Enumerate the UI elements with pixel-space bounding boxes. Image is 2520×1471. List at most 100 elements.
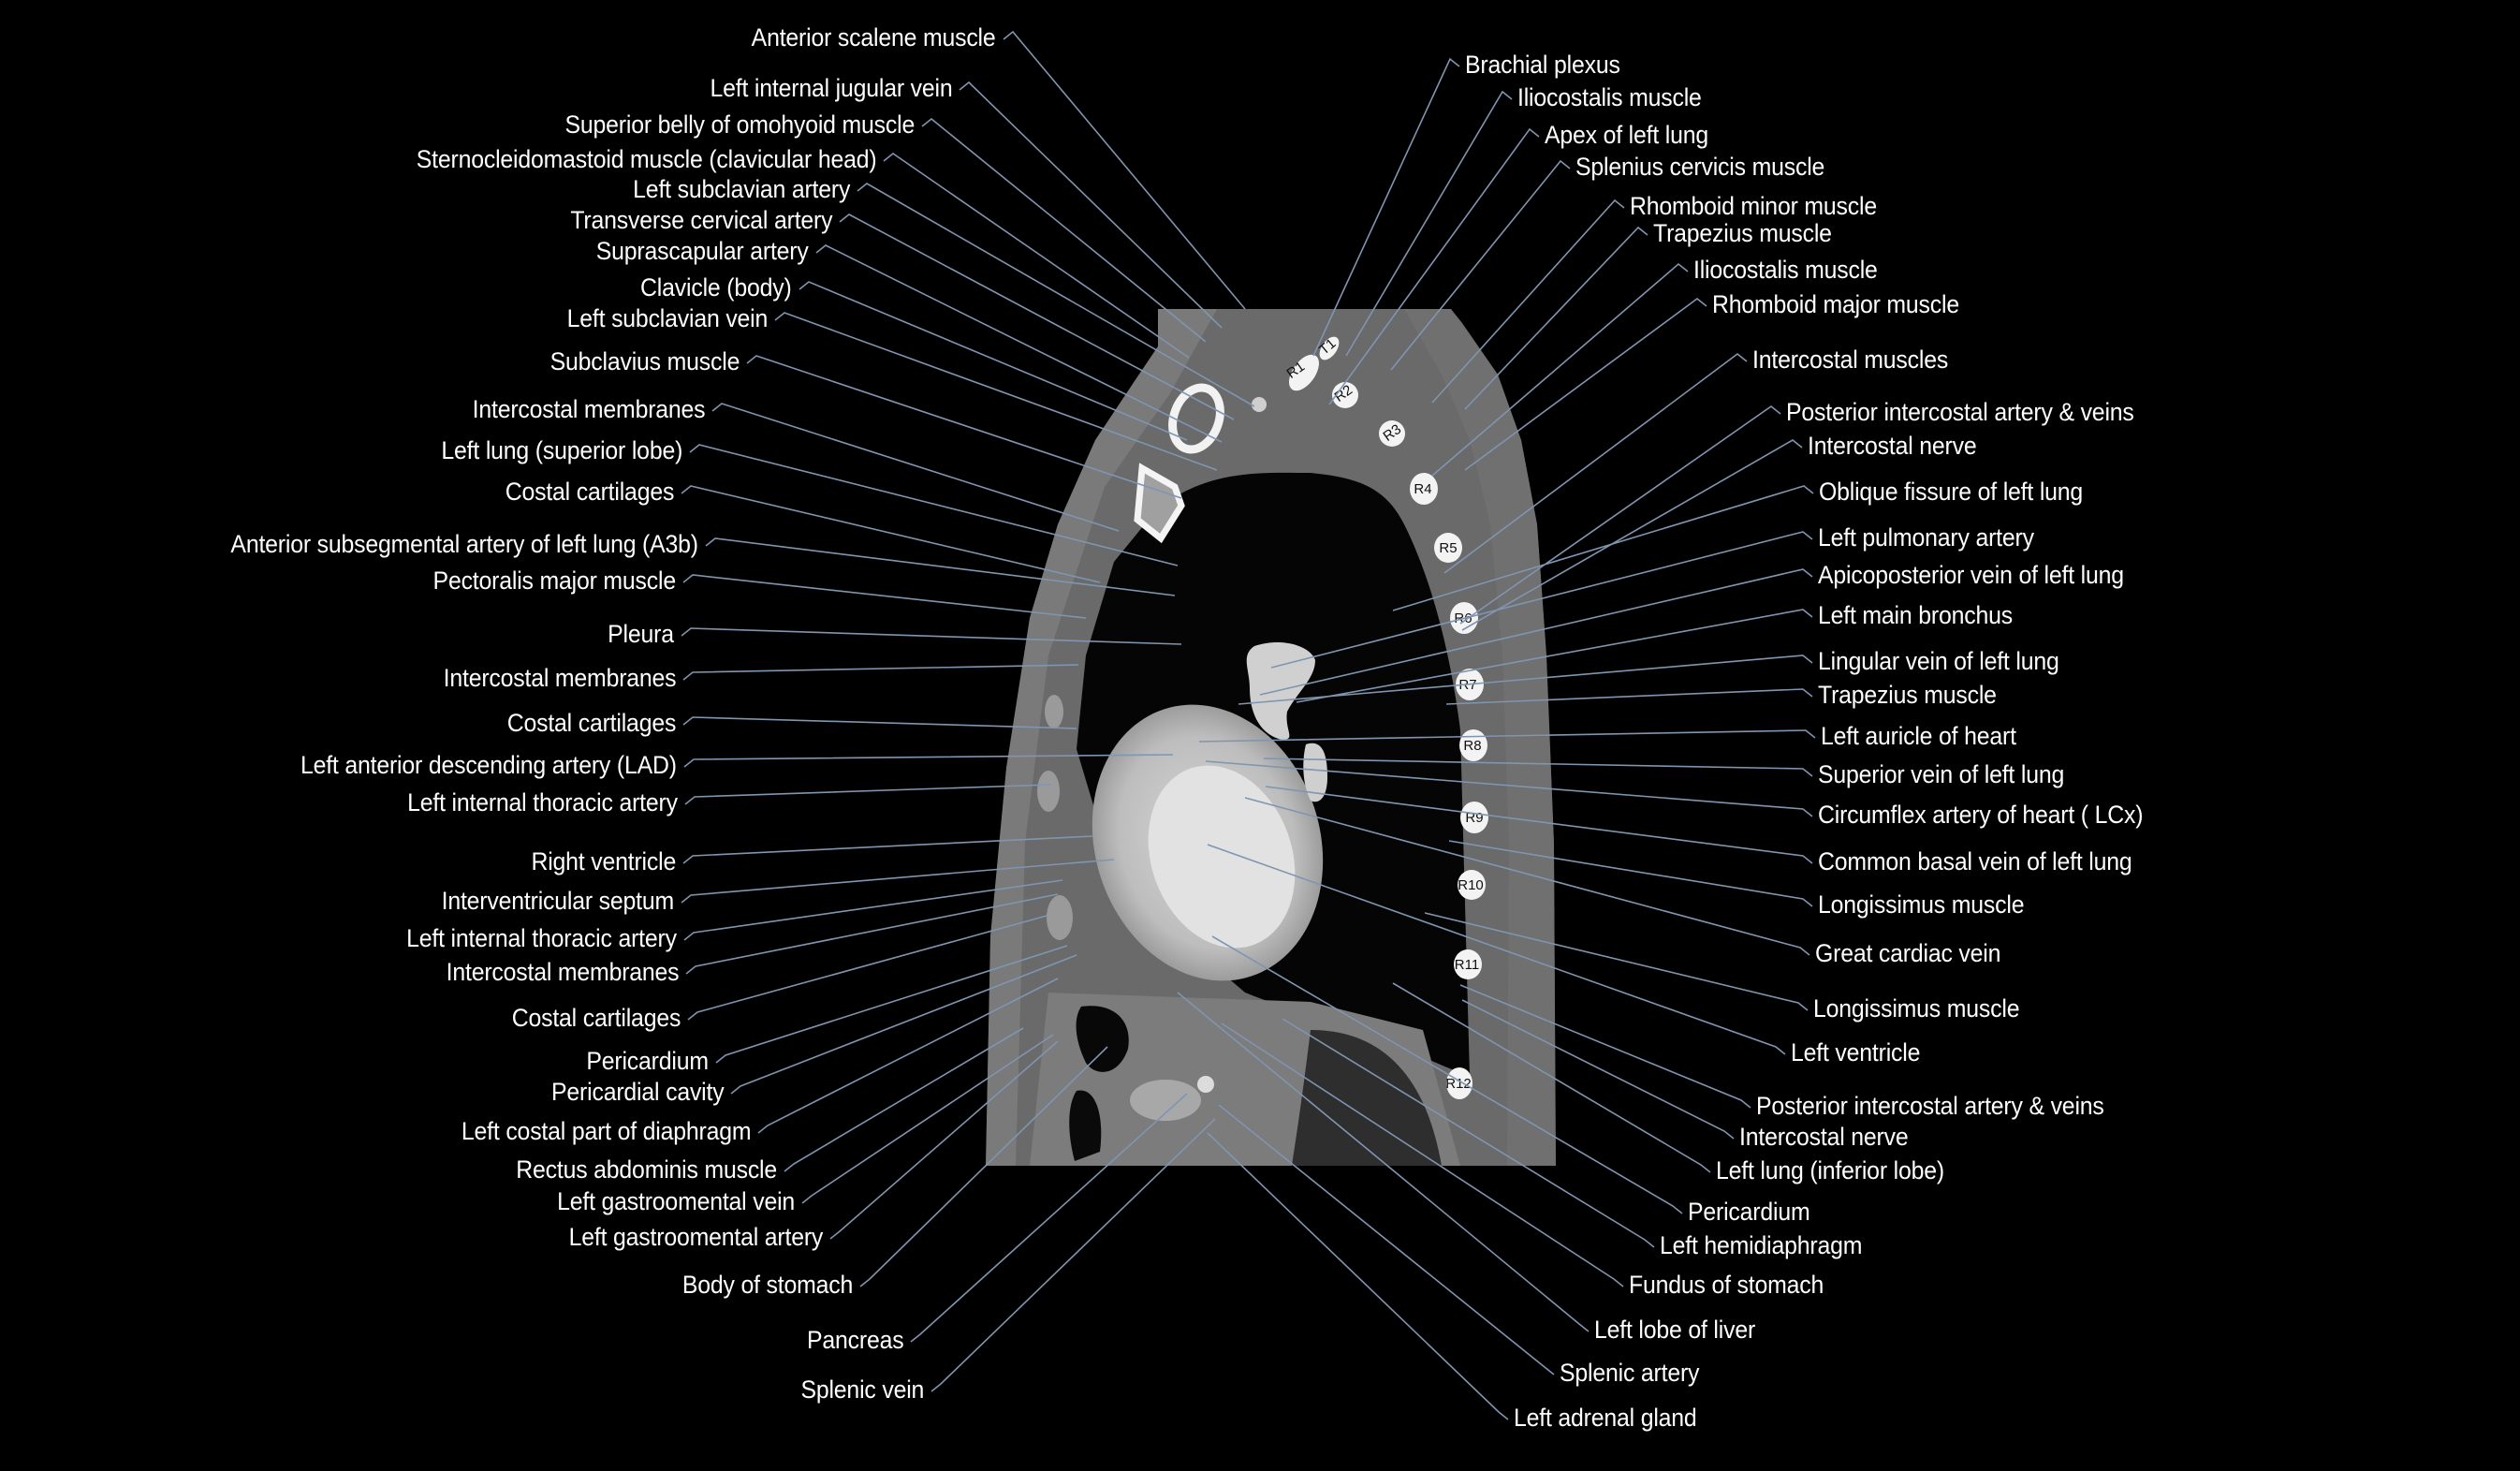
label-lingular-vein-of-left-lung: Lingular vein of left lung <box>1818 647 2059 675</box>
label-subclavius-muscle: Subclavius muscle <box>549 347 740 375</box>
label-left-internal-thoracic-artery: Left internal thoracic artery <box>406 924 677 952</box>
leader-line <box>1459 984 1751 1109</box>
leader-line <box>1431 262 1689 477</box>
leader-line <box>1461 439 1803 631</box>
leader-line <box>1424 912 1809 1011</box>
label-circumflex-artery-of-heart-lcx: Circumflex artery of heart ( LCx) <box>1818 801 2144 829</box>
label-apicoposterior-vein-of-left-lung: Apicoposterior vein of left lung <box>1818 561 2124 589</box>
label-clavicle-body: Clavicle (body) <box>640 273 792 302</box>
leader-line <box>921 117 1207 343</box>
label-intercostal-membranes: Intercostal membranes <box>446 958 679 986</box>
label-longissimus-muscle: Longissimus muscle <box>1813 994 2020 1022</box>
leader-line <box>683 754 1174 768</box>
leader-line <box>683 879 1063 941</box>
leader-line <box>705 537 1176 596</box>
leader-line <box>1238 655 1813 705</box>
leader-line <box>1177 992 1590 1332</box>
leader-line <box>682 716 1077 729</box>
leader-line <box>1345 90 1513 357</box>
label-intercostal-membranes: Intercostal membranes <box>472 395 705 423</box>
leader-line <box>839 213 1235 420</box>
leader-line <box>815 244 1223 443</box>
label-intercostal-membranes: Intercostal membranes <box>443 664 676 692</box>
leader-line <box>1265 786 1813 864</box>
leader-line <box>1211 935 1683 1214</box>
label-brachial-plexus: Brachial plexus <box>1465 51 1620 79</box>
label-fundus-of-stomach: Fundus of stomach <box>1629 1271 1824 1299</box>
label-superior-belly-of-omohyoid-muscle: Superior belly of omohyoid muscle <box>564 110 915 139</box>
label-left-gastroomental-artery: Left gastroomental artery <box>568 1223 823 1251</box>
leader-line <box>730 954 1077 1095</box>
rib-marker-r4: R4 <box>1414 481 1431 497</box>
label-left-internal-thoracic-artery: Left internal thoracic artery <box>407 788 678 816</box>
leader-line <box>829 1040 1059 1240</box>
leader-line <box>1459 405 1781 625</box>
label-left-subclavian-artery: Left subclavian artery <box>632 175 850 203</box>
leader-line <box>684 784 1052 805</box>
leader-line <box>1259 568 1813 696</box>
label-splenic-artery: Splenic artery <box>1560 1359 1700 1387</box>
leader-line <box>930 1118 1216 1392</box>
leader-line <box>687 915 1048 1021</box>
label-left-adrenal-gland: Left adrenal gland <box>1514 1404 1697 1432</box>
leader-line <box>959 81 1223 329</box>
rib-marker-r5: R5 <box>1439 540 1457 556</box>
label-iliocostalis-muscle: Iliocostalis muscle <box>1517 83 1702 111</box>
leader-line <box>859 1046 1108 1287</box>
leader-line <box>1207 844 1786 1055</box>
label-transverse-cervical-artery: Transverse cervical artery <box>569 206 832 234</box>
leader-line <box>1221 1022 1624 1287</box>
leader-line <box>1461 999 1735 1140</box>
leader-line <box>784 1027 1024 1172</box>
leader-line <box>1282 1018 1655 1248</box>
leader-line <box>857 183 1255 407</box>
label-splenic-vein: Splenic vein <box>800 1375 924 1404</box>
leader-line <box>682 835 1094 864</box>
leader-line <box>1296 609 1813 703</box>
leader-line <box>1263 758 1813 777</box>
label-left-lung-inferior-lobe: Left lung (inferior lobe) <box>1716 1156 1944 1184</box>
label-posterior-intercostal-artery-veins: Posterior intercostal artery & veins <box>1756 1092 2104 1120</box>
label-rhomboid-minor-muscle: Rhomboid minor muscle <box>1630 192 1877 220</box>
label-right-ventricle: Right ventricle <box>531 847 676 875</box>
label-costal-cartilages: Costal cartilages <box>511 1004 681 1032</box>
label-pericardium: Pericardium <box>1688 1198 1810 1226</box>
label-pleura: Pleura <box>608 620 674 648</box>
label-pericardial-cavity: Pericardial cavity <box>550 1078 725 1106</box>
rib-marker-r12: R12 <box>1445 1076 1472 1092</box>
label-anterior-subsegmental-artery-of-left-lung-a3b: Anterior subsegmental artery of left lun… <box>230 530 699 558</box>
leader-line <box>1431 199 1625 404</box>
leader-line <box>1445 688 1813 705</box>
label-interventricular-septum: Interventricular septum <box>441 887 675 915</box>
leader-line <box>1218 1104 1555 1375</box>
leader-line <box>801 1034 1054 1204</box>
label-left-costal-part-of-diaphragm: Left costal part of diaphragm <box>461 1117 752 1145</box>
label-left-pulmonary-artery: Left pulmonary artery <box>1818 523 2034 552</box>
rib-marker-r10: R10 <box>1458 877 1484 893</box>
leader-line <box>681 627 1182 645</box>
label-splenius-cervicis-muscle: Splenius cervicis muscle <box>1575 153 1825 181</box>
label-oblique-fissure-of-left-lung: Oblique fissure of left lung <box>1819 478 2084 506</box>
label-left-auricle-of-heart: Left auricle of heart <box>1821 722 2016 750</box>
label-costal-cartilages: Costal cartilages <box>506 709 677 737</box>
label-intercostal-nerve: Intercostal nerve <box>1739 1123 1909 1151</box>
leader-line <box>1205 760 1813 817</box>
label-sternocleidomastoid-muscle-clavicular-head: Sternocleidomastoid muscle (clavicular h… <box>416 145 876 173</box>
label-iliocostalis-muscle: Iliocostalis muscle <box>1693 256 1878 284</box>
leader-line <box>1270 531 1813 669</box>
leader-lines <box>681 30 1816 1420</box>
label-left-lung-superior-lobe: Left lung (superior lobe) <box>441 436 682 464</box>
label-costal-cartilages: Costal cartilages <box>505 478 675 506</box>
label-posterior-intercostal-artery-veins: Posterior intercostal artery & veins <box>1786 398 2134 426</box>
leader-line <box>715 945 1068 1064</box>
label-rhomboid-major-muscle: Rhomboid major muscle <box>1712 290 1959 318</box>
label-pericardium: Pericardium <box>586 1047 709 1075</box>
leader-line <box>1328 127 1540 405</box>
label-left-main-bronchus: Left main bronchus <box>1818 601 2013 629</box>
rib-marker-r8: R8 <box>1463 738 1481 754</box>
leader-line <box>1390 159 1571 371</box>
leader-line <box>1464 297 1707 471</box>
label-anterior-scalene-muscle: Anterior scalene muscle <box>752 23 996 51</box>
leader-line <box>910 1093 1188 1343</box>
label-superior-vein-of-left-lung: Superior vein of left lung <box>1818 760 2065 788</box>
